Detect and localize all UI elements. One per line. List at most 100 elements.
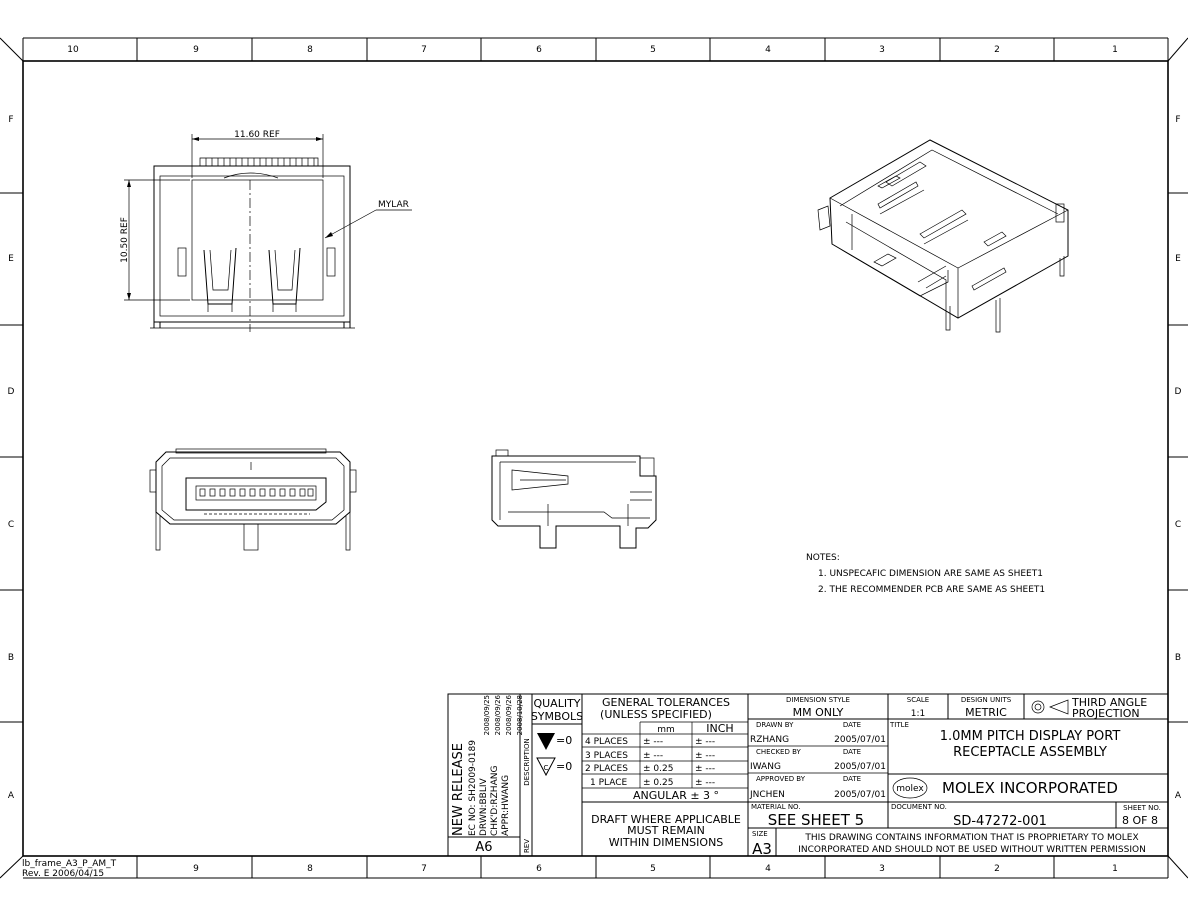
proprietary-notice: INCORPORATED AND SHOULD NOT BE USED WITH… bbox=[798, 845, 1146, 855]
title-label: TITLE bbox=[889, 721, 909, 729]
size-value: A3 bbox=[752, 840, 772, 858]
side-outline bbox=[491, 455, 657, 549]
company-name: MOLEX INCORPORATED bbox=[942, 779, 1118, 797]
molex-logo-icon: molex bbox=[892, 777, 928, 799]
frame-revision: Rev. E 2006/04/15 bbox=[22, 869, 104, 879]
projection-label: THIRD ANGLE bbox=[1071, 696, 1147, 709]
tolerance-row-label: 2 PLACES bbox=[585, 764, 628, 774]
width-dimension: 11.60 REF bbox=[234, 130, 280, 140]
quality-block: QUALITY SYMBOLS =0 C =0 bbox=[531, 693, 583, 857]
revision-date: 2008/09/26 bbox=[505, 694, 513, 735]
tolerance-row-label: 4 PLACES bbox=[585, 737, 628, 747]
front-view bbox=[149, 448, 357, 551]
tolerance-row-inch: ± --- bbox=[695, 751, 715, 761]
isometric-view bbox=[817, 139, 1069, 333]
zone-column-label: 7 bbox=[421, 45, 427, 55]
zone-column-label: 1 bbox=[1112, 45, 1118, 55]
draft-note: MUST REMAIN bbox=[627, 824, 705, 837]
side-view bbox=[491, 449, 657, 549]
zone-row-label: D bbox=[1175, 387, 1182, 397]
projection-label: PROJECTION bbox=[1072, 707, 1140, 720]
quality-label: SYMBOLS bbox=[531, 710, 583, 723]
note-item: 2. THE RECOMMENDER PCB ARE SAME AS SHEET… bbox=[818, 585, 1045, 595]
mylar-area bbox=[191, 179, 324, 301]
quality-label: QUALITY bbox=[533, 697, 580, 710]
tolerance-title: GENERAL TOLERANCES bbox=[602, 696, 730, 709]
approved-by-value: JNCHEN bbox=[749, 790, 785, 800]
description-label: DESCRIPTION bbox=[523, 738, 531, 785]
front-shell bbox=[155, 451, 351, 525]
date-label: DATE bbox=[843, 775, 861, 783]
document-number: SD-47272-001 bbox=[953, 814, 1047, 829]
tolerance-row-mm: ± --- bbox=[643, 737, 663, 747]
approved-date: 2005/07/01 bbox=[834, 790, 886, 800]
zone-row-label: E bbox=[8, 254, 14, 264]
zone-row-label: D bbox=[8, 387, 15, 397]
zone-row-label: A bbox=[1175, 791, 1182, 801]
checked-date: 2005/07/01 bbox=[834, 762, 886, 772]
pin-row bbox=[199, 488, 314, 497]
dimension-style-label: DIMENSION STYLE bbox=[786, 696, 850, 704]
notes-heading: NOTES: bbox=[806, 553, 840, 563]
revision-description: NEW RELEASE bbox=[451, 743, 466, 836]
revision-value: A6 bbox=[475, 840, 492, 855]
proprietary-notice: THIS DRAWING CONTAINS INFORMATION THAT I… bbox=[804, 833, 1138, 843]
tolerance-column-inch: INCH bbox=[706, 722, 733, 735]
contact-comb bbox=[205, 158, 315, 166]
tolerance-row-mm: ± 0.25 bbox=[643, 778, 673, 788]
side-contact bbox=[511, 469, 569, 491]
tolerance-row-mm: ± 0.25 bbox=[643, 764, 673, 774]
top-view: 11.60 REF 10.50 REF MYLAR bbox=[120, 130, 412, 332]
revision-line: CHK'D:RZHANG bbox=[490, 766, 500, 836]
frame-name: lb_frame_A3_P_AM_T bbox=[22, 859, 117, 869]
title-block: NEW RELEASE EC NO: SH2009-0189 DRWN:BBLI… bbox=[447, 693, 1169, 858]
notes: NOTES: 1. UNSPECAFIC DIMENSION ARE SAME … bbox=[806, 553, 1045, 595]
zone-column-label: 3 bbox=[879, 45, 885, 55]
revision-date: 2008/10/28 bbox=[516, 695, 524, 735]
zone-column-label: 8 bbox=[307, 45, 313, 55]
document-label: DOCUMENT NO. bbox=[891, 803, 947, 811]
drawn-by-label: DRAWN BY bbox=[756, 721, 794, 729]
zone-column-label: 9 bbox=[193, 864, 199, 874]
tolerance-subtitle: (UNLESS SPECIFIED) bbox=[600, 708, 712, 721]
zone-column-label: 6 bbox=[536, 45, 542, 55]
approved-by-label: APPROVED BY bbox=[756, 775, 806, 783]
revision-line: DRWN:BBLIV bbox=[479, 778, 489, 836]
third-angle-projection-icon bbox=[1031, 699, 1069, 715]
tolerance-row-inch: ± --- bbox=[695, 737, 715, 747]
drawing-title: RECEPTACLE ASSEMBLY bbox=[953, 745, 1107, 760]
revision-line: EC NO: SH2009-0189 bbox=[468, 740, 478, 836]
rev-label: REV bbox=[523, 839, 531, 853]
title-grid: DIMENSION STYLE MM ONLY SCALE 1:1 DESIGN… bbox=[747, 693, 1169, 858]
drawn-date: 2005/07/01 bbox=[834, 735, 886, 745]
checked-by-value: IWANG bbox=[750, 762, 781, 772]
zone-row-label: C bbox=[1175, 520, 1181, 530]
design-units-label: DESIGN UNITS bbox=[961, 696, 1012, 704]
zone-column-label: 7 bbox=[421, 864, 427, 874]
quality-symbol-value: =0 bbox=[556, 734, 572, 747]
tolerance-column-mm: mm bbox=[657, 725, 675, 735]
zone-column-label: 8 bbox=[307, 864, 313, 874]
tolerances-block: GENERAL TOLERANCES (UNLESS SPECIFIED) mm… bbox=[581, 693, 749, 857]
sheet-label: SHEET NO. bbox=[1123, 804, 1161, 812]
zone-column-label: 5 bbox=[650, 45, 656, 55]
revision-date: 2008/09/25 bbox=[483, 695, 491, 735]
zone-column-label: 5 bbox=[650, 864, 656, 874]
material-label: MATERIAL NO. bbox=[751, 803, 801, 811]
inverted-triangle-icon bbox=[537, 733, 555, 750]
zone-column-label: 3 bbox=[879, 864, 885, 874]
iso-body-outline bbox=[829, 139, 1069, 319]
drawn-by-value: RZHANG bbox=[750, 735, 789, 745]
mylar-callout: MYLAR bbox=[378, 200, 409, 210]
zone-column-label: 4 bbox=[765, 45, 771, 55]
revision-line: APPR:HWANG bbox=[501, 775, 511, 836]
drawing-title: 1.0MM PITCH DISPLAY PORT bbox=[940, 729, 1121, 744]
revision-date: 2008/09/26 bbox=[494, 694, 502, 735]
zone-row-label: B bbox=[8, 653, 14, 663]
zone-column-label: 2 bbox=[994, 45, 1000, 55]
sheet-number: 8 OF 8 bbox=[1122, 814, 1158, 827]
zone-row-label: F bbox=[8, 115, 13, 125]
zone-column-label: 2 bbox=[994, 864, 1000, 874]
tolerance-row-mm: ± --- bbox=[643, 751, 663, 761]
zone-column-label: 4 bbox=[765, 864, 771, 874]
